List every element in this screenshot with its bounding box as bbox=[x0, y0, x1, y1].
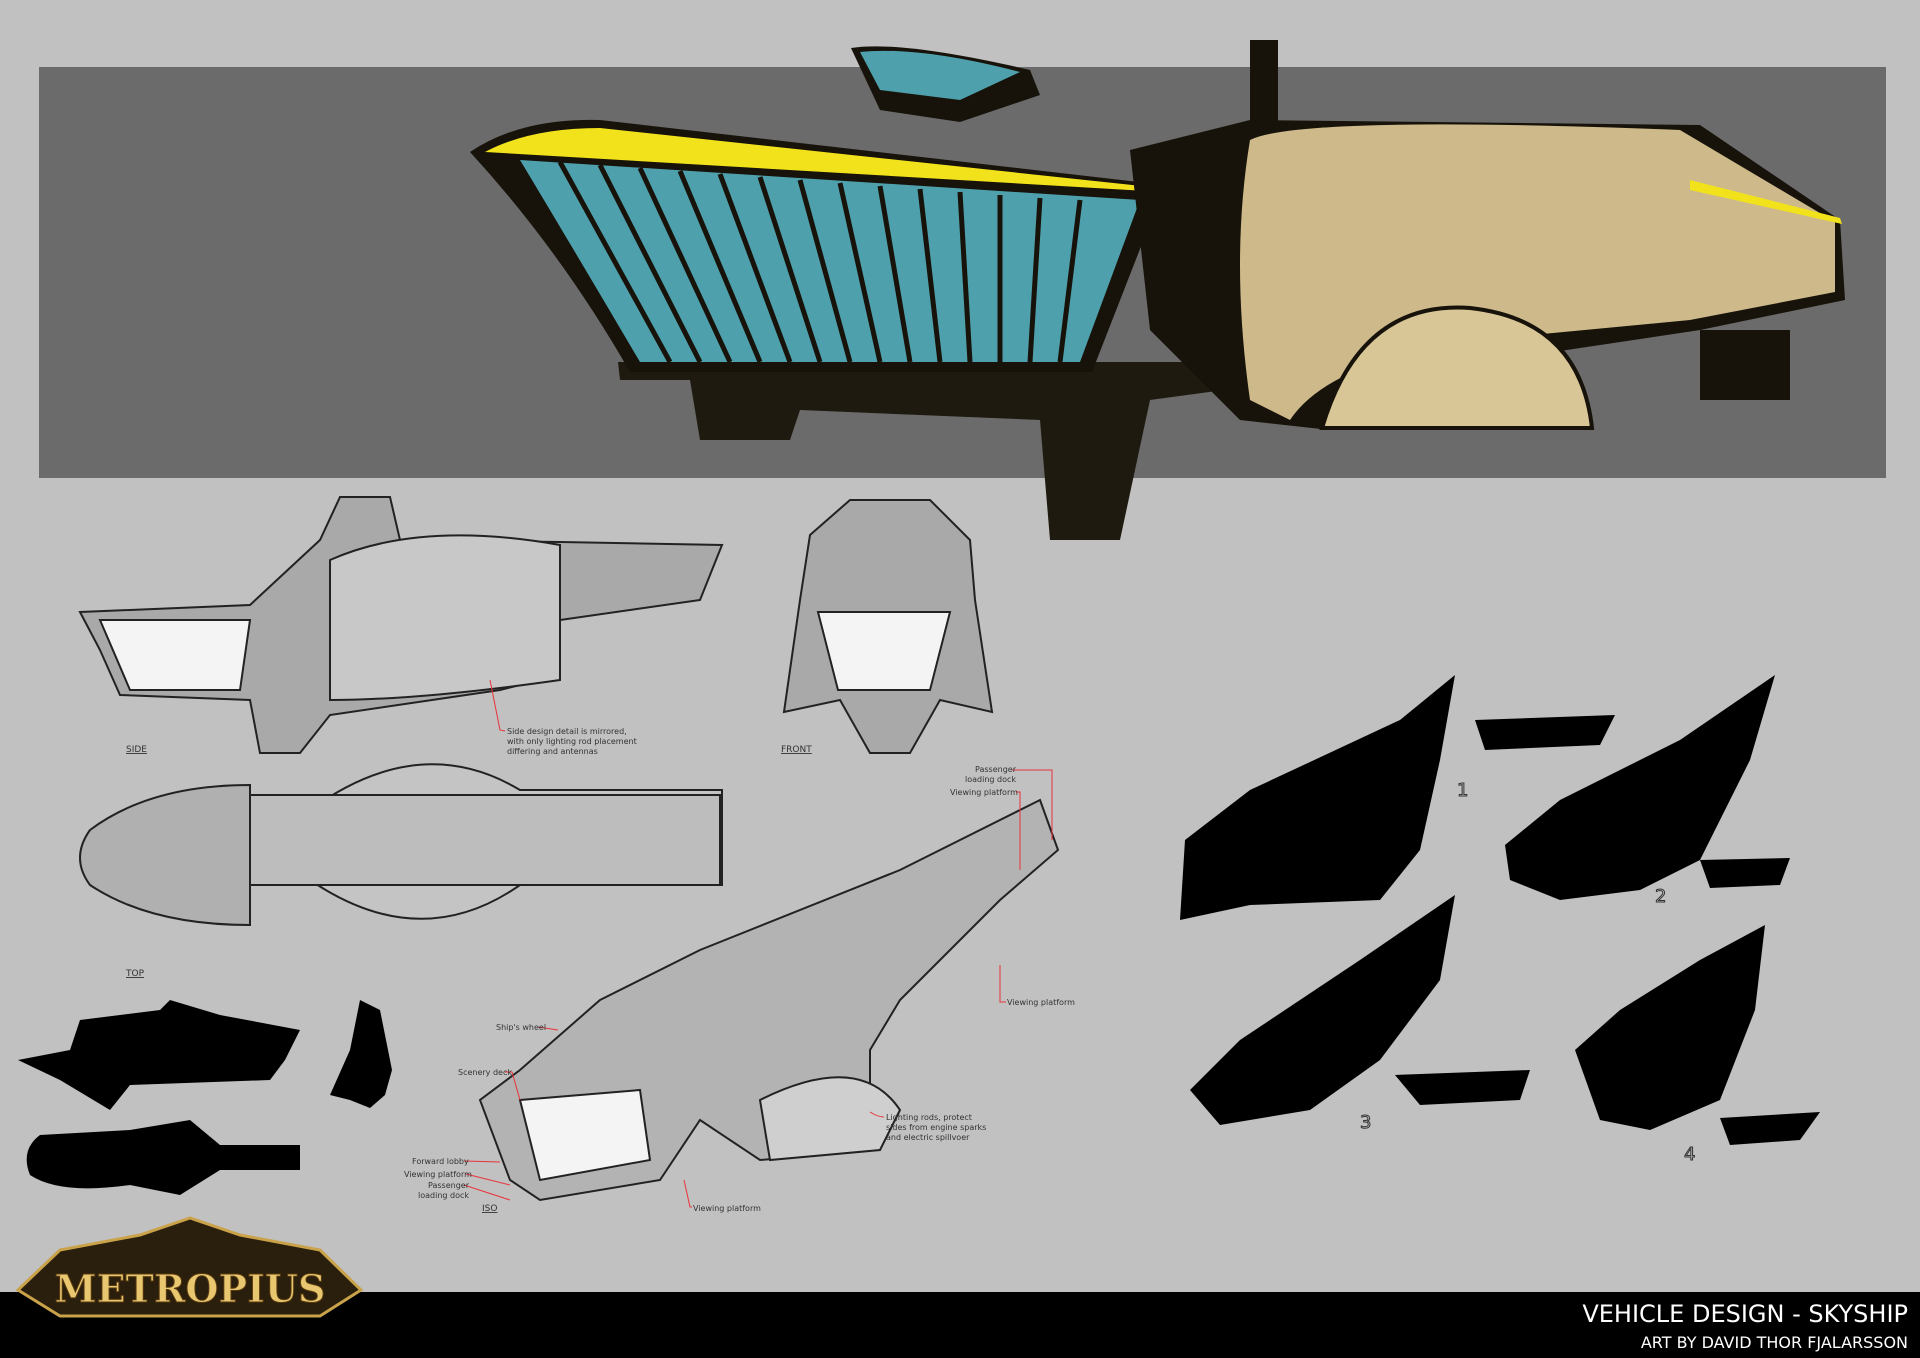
svg-text:loading dock: loading dock bbox=[418, 1191, 469, 1200]
svg-text:3: 3 bbox=[1360, 1112, 1371, 1133]
silhouettes bbox=[18, 1000, 392, 1195]
svg-text:Forward lobby: Forward lobby bbox=[412, 1157, 469, 1166]
svg-text:2: 2 bbox=[1655, 886, 1666, 907]
thumbnail-2 bbox=[1505, 675, 1775, 900]
annotations: Side design detail is mirrored, with onl… bbox=[404, 679, 1075, 1213]
hero-skyship bbox=[470, 40, 1845, 540]
svg-text:Side design detail is mirrored: Side design detail is mirrored, bbox=[507, 727, 627, 736]
svg-text:sides from engine sparks: sides from engine sparks bbox=[886, 1123, 986, 1132]
top-view-drawing bbox=[79, 763, 723, 927]
glass-stripes bbox=[557, 160, 1083, 364]
svg-text:METROPIUS: METROPIUS bbox=[55, 1266, 326, 1311]
svg-text:Viewing platform: Viewing platform bbox=[693, 1204, 761, 1213]
thumbnail-4 bbox=[1575, 925, 1765, 1130]
side-view-drawing bbox=[78, 496, 724, 754]
svg-text:Lighting rods, protect: Lighting rods, protect bbox=[886, 1113, 972, 1122]
label-front: FRONT bbox=[781, 745, 812, 755]
label-top: TOP bbox=[125, 969, 145, 979]
svg-text:Passenger: Passenger bbox=[428, 1181, 470, 1190]
metropius-logo: METROPIUS bbox=[15, 1216, 364, 1318]
artist-credit: ART BY DAVID THOR FJALARSSON bbox=[1641, 1333, 1908, 1352]
svg-text:with only lighting rod placeme: with only lighting rod placement bbox=[507, 737, 637, 746]
svg-text:Viewing platform: Viewing platform bbox=[950, 788, 1018, 797]
label-iso: ISO bbox=[482, 1204, 497, 1214]
thumbnail-3 bbox=[1190, 895, 1455, 1125]
svg-text:4: 4 bbox=[1684, 1144, 1695, 1165]
svg-text:loading dock: loading dock bbox=[965, 775, 1016, 784]
svg-text:and electric spillvoer: and electric spillvoer bbox=[886, 1133, 970, 1142]
svg-text:Viewing platform: Viewing platform bbox=[1007, 998, 1075, 1007]
svg-text:Viewing platform: Viewing platform bbox=[404, 1170, 472, 1179]
svg-text:Passenger: Passenger bbox=[975, 765, 1017, 774]
thumbnail-sketches bbox=[1180, 675, 1820, 1145]
thumbnail-numbers: 1 2 3 4 bbox=[1360, 780, 1696, 1166]
svg-text:Ship's wheel: Ship's wheel bbox=[496, 1023, 546, 1032]
label-side: SIDE bbox=[126, 745, 147, 755]
svg-text:Scenery deck: Scenery deck bbox=[458, 1068, 512, 1077]
front-view-drawing bbox=[782, 499, 994, 754]
svg-text:1: 1 bbox=[1457, 780, 1468, 801]
iso-view-drawing bbox=[478, 798, 1060, 1202]
sheet-title: VEHICLE DESIGN - SKYSHIP bbox=[1582, 1300, 1908, 1328]
svg-text:differing and antennas: differing and antennas bbox=[507, 747, 598, 756]
thumbnail-1 bbox=[1180, 675, 1455, 920]
